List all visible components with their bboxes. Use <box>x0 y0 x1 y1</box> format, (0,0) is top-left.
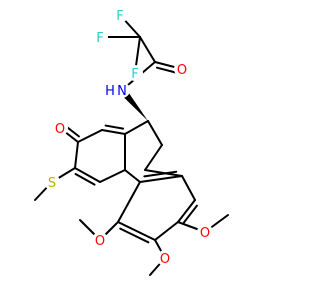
bond-Ar3-Ar4 <box>154 221 179 241</box>
fluorine-label-1: F <box>96 31 103 46</box>
bond-C12-C1a <box>99 169 126 183</box>
amide-hydrogen-label: H <box>105 84 115 99</box>
fluorine-label-2: F <box>116 9 123 24</box>
amide-oxygen-label: O <box>177 63 187 78</box>
bond-Ar2-Ar3-second <box>119 227 150 244</box>
bond-C8-C9 <box>101 129 126 135</box>
amide-nitrogen-label-background <box>114 82 130 98</box>
bond-Ar6-Ar1-second <box>143 170 178 178</box>
methoxy-oxygen-label-1: O <box>95 234 105 249</box>
bond-Ar4-Ar5-second <box>182 204 198 224</box>
bond-C1a-Ar1 <box>124 169 141 183</box>
amide-oxygen-label-background <box>174 61 190 77</box>
methoxy-oxygen-label-1-background <box>92 232 108 248</box>
bond-C9-C10 <box>77 129 103 143</box>
bond-C11-C12 <box>74 167 101 183</box>
ketone-oxygen-label: O <box>55 122 65 137</box>
bond-C10-C11 <box>74 141 79 169</box>
bond-C7-C6 <box>147 120 163 146</box>
fluorine-label-3-background <box>127 65 143 81</box>
bond-Cam-Oam-second <box>155 66 179 74</box>
bond-C6-C5 <box>144 144 163 171</box>
methoxy-oxygen-label-2-background <box>157 250 173 266</box>
amide-nitrogen-label: N <box>117 84 127 99</box>
fluorine-label-2-background <box>112 7 128 23</box>
methoxy-oxygen-label-3: O <box>200 226 210 241</box>
ketone-oxygen-label-background <box>52 120 68 136</box>
sulfur-label: S <box>48 176 56 191</box>
bond-C7-C8 <box>124 120 149 135</box>
fluorine-label-3: F <box>131 67 138 82</box>
fluorine-label-1-background <box>92 29 108 45</box>
bond-C8-C9-second <box>104 124 125 130</box>
bond-CF3-Cam <box>139 36 156 63</box>
bond-Ar6-Ar1 <box>139 175 183 183</box>
bond-Ar4-Ar5 <box>177 199 196 223</box>
methoxy-oxygen-label-2: O <box>160 252 170 267</box>
bond-Ar1-Ar2 <box>117 181 141 223</box>
bond-Ar2-Ar3 <box>117 221 156 241</box>
bond-C11-C12-second <box>74 173 96 186</box>
bond-Ar5-Ar6 <box>181 175 196 201</box>
methoxy-oxygen-label-3-background <box>197 224 213 240</box>
sulfur-label-background <box>44 174 60 190</box>
